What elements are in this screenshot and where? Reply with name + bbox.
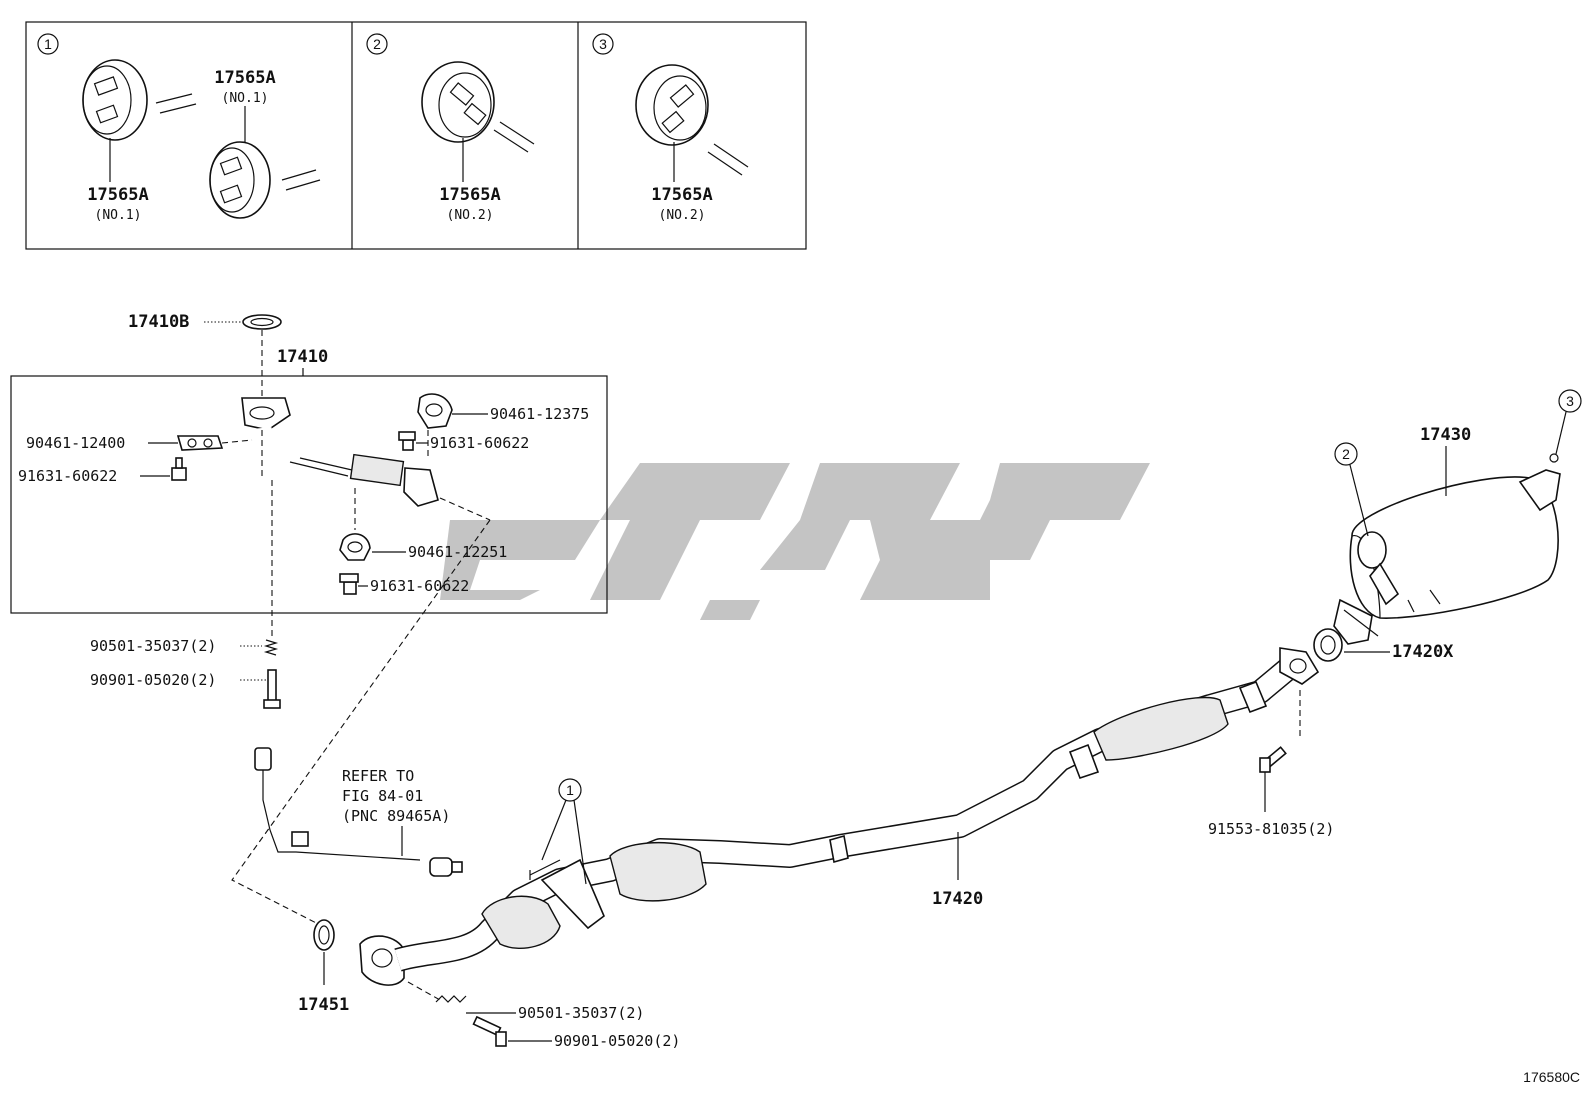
- gasket-icon: [1313, 628, 1343, 662]
- part-code: 17565A: [439, 185, 500, 205]
- bolt-icon: [171, 457, 187, 481]
- bolt-icon: [398, 431, 416, 451]
- clamp-icon: [176, 435, 224, 451]
- label-17420X: 17420X: [1392, 642, 1454, 662]
- inset-number-badge: [37, 33, 59, 55]
- stud-bolt-icon: [263, 669, 281, 709]
- label-90501-35037: 90501-35037(2): [518, 1004, 644, 1022]
- clamp-icon: [417, 393, 453, 429]
- callout-badge: [1558, 389, 1582, 413]
- label-90461-12400: 90461-12400: [26, 434, 125, 452]
- label-91553-81035: 91553-81035(2): [1208, 820, 1334, 838]
- label-17430: 17430: [1420, 425, 1471, 445]
- exhaust-pipe-icon: [359, 647, 1320, 986]
- label-90901-05020: 90901-05020(2): [554, 1032, 680, 1050]
- front-pipe-frame: [10, 375, 608, 614]
- refer-line-2: FIG 84-01: [342, 787, 423, 805]
- hanger-insets: 1 17565A (NO.1) 17565A (NO.1) 2: [25, 21, 807, 250]
- watermark-logo: [440, 463, 1150, 620]
- part-code: 17565A: [87, 185, 148, 205]
- label-90461-12375: 90461-12375: [490, 405, 589, 423]
- bolt-icon: [1259, 746, 1287, 773]
- bolt-icon: [339, 573, 359, 595]
- callout-badge: [1334, 442, 1358, 466]
- part-code: 17565A: [651, 185, 712, 205]
- spring-icon: [435, 995, 467, 1003]
- inset-number: 1: [44, 36, 52, 52]
- label-17420: 17420: [932, 889, 983, 909]
- part-sub: (NO.2): [447, 208, 494, 223]
- hanger-rubber-icon: [421, 61, 535, 153]
- label-90901-05020: 90901-05020(2): [90, 671, 216, 689]
- label-90501-35037: 90501-35037(2): [90, 637, 216, 655]
- callout-number: 3: [1566, 393, 1574, 409]
- hanger-rubber-icon: [209, 141, 321, 219]
- figure-code: 176580C: [1523, 1069, 1580, 1085]
- front-pipe-icon: [241, 397, 439, 507]
- assembly-guide-line: [231, 519, 491, 931]
- inset-number-badge: [366, 33, 388, 55]
- label-90461-12251: 90461-12251: [408, 543, 507, 561]
- clamp-icon: [339, 533, 371, 561]
- label-91631-60622: 91631-60622: [430, 434, 529, 452]
- front-pipe-group: 17410B 17410 90461-12375 916: [10, 312, 608, 614]
- callout-number: 1: [566, 782, 574, 798]
- hanger-rubber-icon: [635, 64, 749, 176]
- label-17451: 17451: [298, 995, 349, 1015]
- callout-number: 2: [1342, 446, 1350, 462]
- label-17410: 17410: [277, 347, 328, 367]
- inset-number: 2: [373, 36, 381, 52]
- inset-frame: [25, 21, 807, 250]
- gasket-icon: [313, 919, 335, 951]
- label-91631-60622: 91631-60622: [18, 467, 117, 485]
- gasket-icon: [242, 314, 282, 330]
- muffler-icon: [1333, 469, 1561, 645]
- oxygen-sensor-icon: [254, 747, 463, 877]
- callout-badge: [558, 778, 582, 802]
- inset-number-badge: [592, 33, 614, 55]
- refer-line-3: (PNC 89465A): [342, 807, 450, 825]
- part-sub: (NO.2): [659, 208, 706, 223]
- label-17410B: 17410B: [128, 312, 189, 332]
- part-code: 17565A: [214, 68, 275, 88]
- refer-line-1: REFER TO: [342, 767, 414, 785]
- inset-number: 3: [599, 36, 607, 52]
- part-sub: (NO.1): [222, 91, 269, 106]
- spring-icon: [263, 639, 279, 656]
- hanger-rubber-icon: [82, 59, 197, 141]
- stud-bolt-icon: [472, 1015, 507, 1047]
- part-sub: (NO.1): [95, 208, 142, 223]
- label-91631-60622: 91631-60622: [370, 577, 469, 595]
